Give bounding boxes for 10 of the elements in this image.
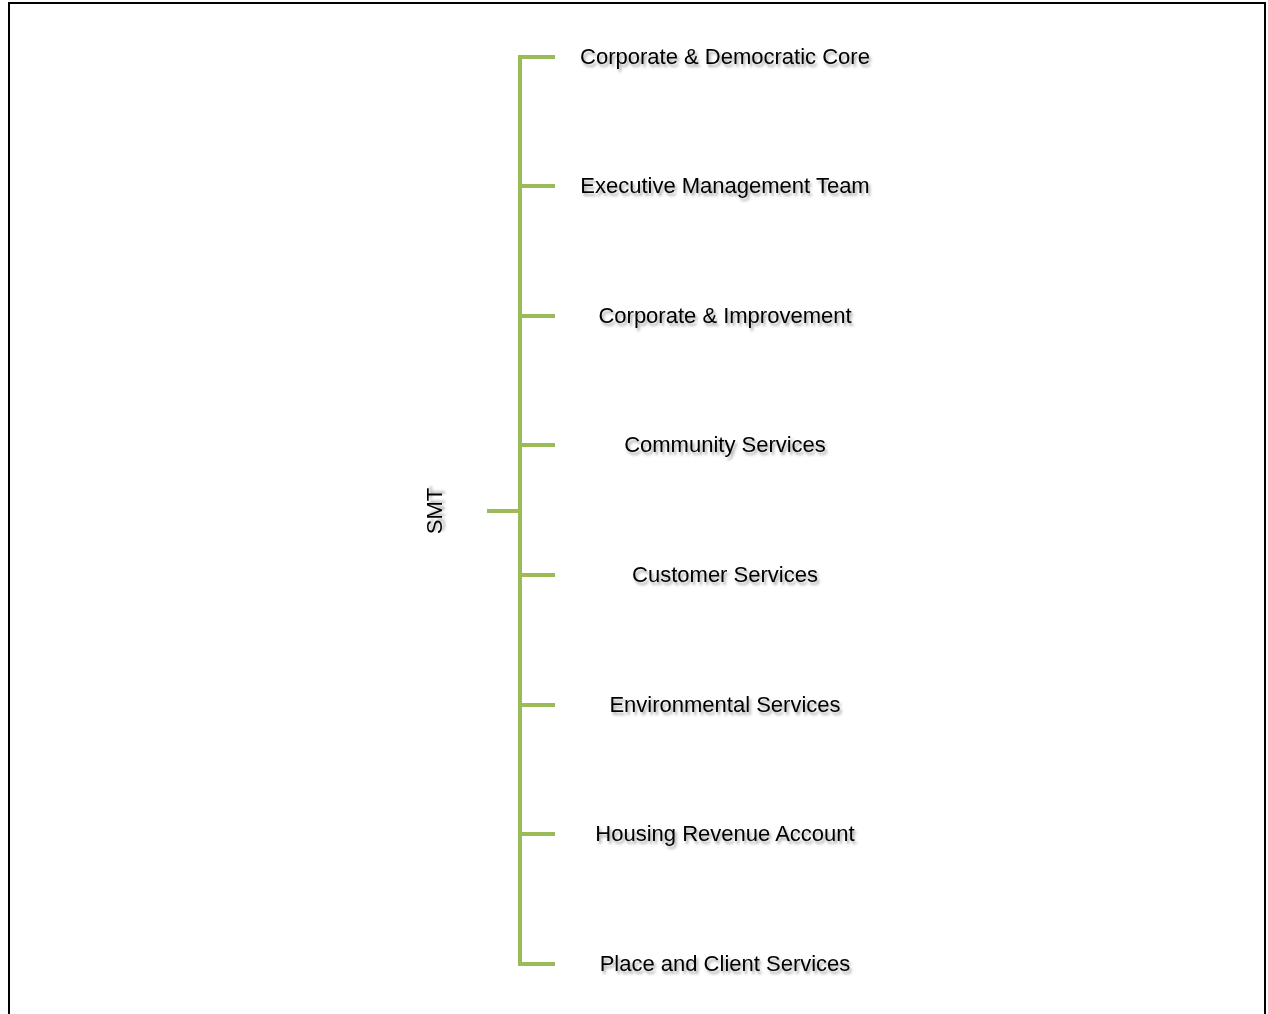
node-label: Corporate & Democratic Core [555, 44, 895, 70]
node-label: Place and Client Services [555, 951, 895, 977]
connector-line [487, 509, 555, 966]
node-label: Corporate & Improvement [555, 303, 895, 329]
rotated-label: SMT [422, 487, 449, 535]
node-label: Environmental Services [555, 692, 895, 718]
node-label: Community Services [555, 432, 895, 458]
node-label: Housing Revenue Account [555, 821, 895, 847]
node-label: Customer Services [555, 562, 895, 588]
node-label: Executive Management Team [555, 173, 895, 199]
